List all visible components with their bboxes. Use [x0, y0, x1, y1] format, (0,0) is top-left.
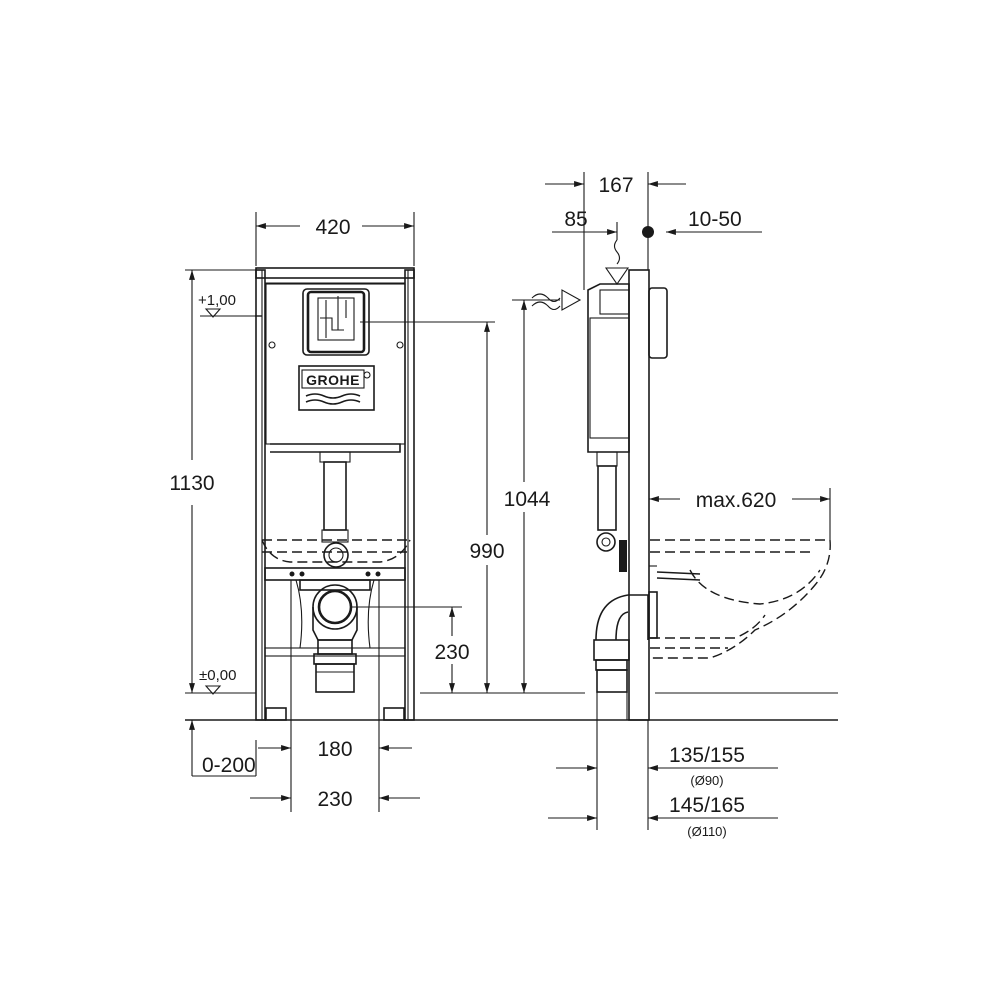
dim-label-990: 990 — [469, 540, 504, 563]
dim-label-0-200: 0-200 — [202, 754, 256, 777]
dim-label-230-width: 230 — [317, 788, 352, 811]
dim-depth-167: 167 — [545, 172, 686, 290]
front-flush-pipe — [261, 443, 411, 568]
dim-label-1130: 1130 — [169, 472, 214, 495]
dim-floor-adjust: 0-200 — [189, 720, 257, 777]
dim-label-180: 180 — [317, 738, 352, 761]
dim-height-1130: 1130 — [169, 269, 256, 693]
grohe-logo-text: GROHE — [306, 372, 360, 388]
dim-label-85: 85 — [564, 208, 587, 231]
dim-label-230-height: 230 — [434, 641, 469, 664]
level-label-top: +1,00 — [198, 292, 236, 309]
dim-wall-10-50: 10-50 — [642, 208, 762, 238]
front-outlet-bend — [299, 579, 371, 693]
toilet-bowl-outline — [648, 539, 831, 659]
front-frame — [255, 267, 415, 721]
flush-plate — [302, 288, 370, 356]
side-frame — [587, 269, 668, 721]
dim-height-1044: 1044 — [504, 299, 560, 693]
dim-width-420: 420 — [255, 212, 415, 266]
dim-projection-620: max.620 — [649, 488, 831, 540]
dim-label-145-165: 145/165 — [669, 794, 745, 817]
dim-offset-85: 85 — [552, 208, 618, 240]
dim-label-max620: max.620 — [696, 489, 777, 512]
level-marker-top: +1,00 — [198, 292, 256, 318]
dim-height-230: 230 — [350, 606, 470, 693]
dim-label-dn110: (Ø110) — [687, 824, 727, 839]
level-marker-zero: ±0,00 — [185, 667, 256, 695]
dim-label-10-50: 10-50 — [688, 208, 742, 231]
level-label-zero: ±0,00 — [199, 667, 236, 684]
dim-label-167: 167 — [598, 174, 633, 197]
dim-height-990: 990 — [360, 321, 505, 693]
dim-label-1044: 1044 — [504, 488, 551, 511]
grohe-logo: GROHE — [298, 365, 375, 411]
dim-label-420: 420 — [315, 216, 350, 239]
dim-depth-dn110: 145/165 (Ø110) — [548, 794, 778, 839]
water-supply-symbols — [531, 239, 630, 311]
dim-depth-dn90: 135/155 (Ø90) — [556, 720, 778, 830]
dim-width-180: 180 — [258, 580, 412, 812]
dim-width-230: 230 — [250, 788, 420, 811]
dim-label-135-155: 135/155 — [669, 744, 745, 767]
dim-label-dn90: (Ø90) — [690, 773, 723, 788]
